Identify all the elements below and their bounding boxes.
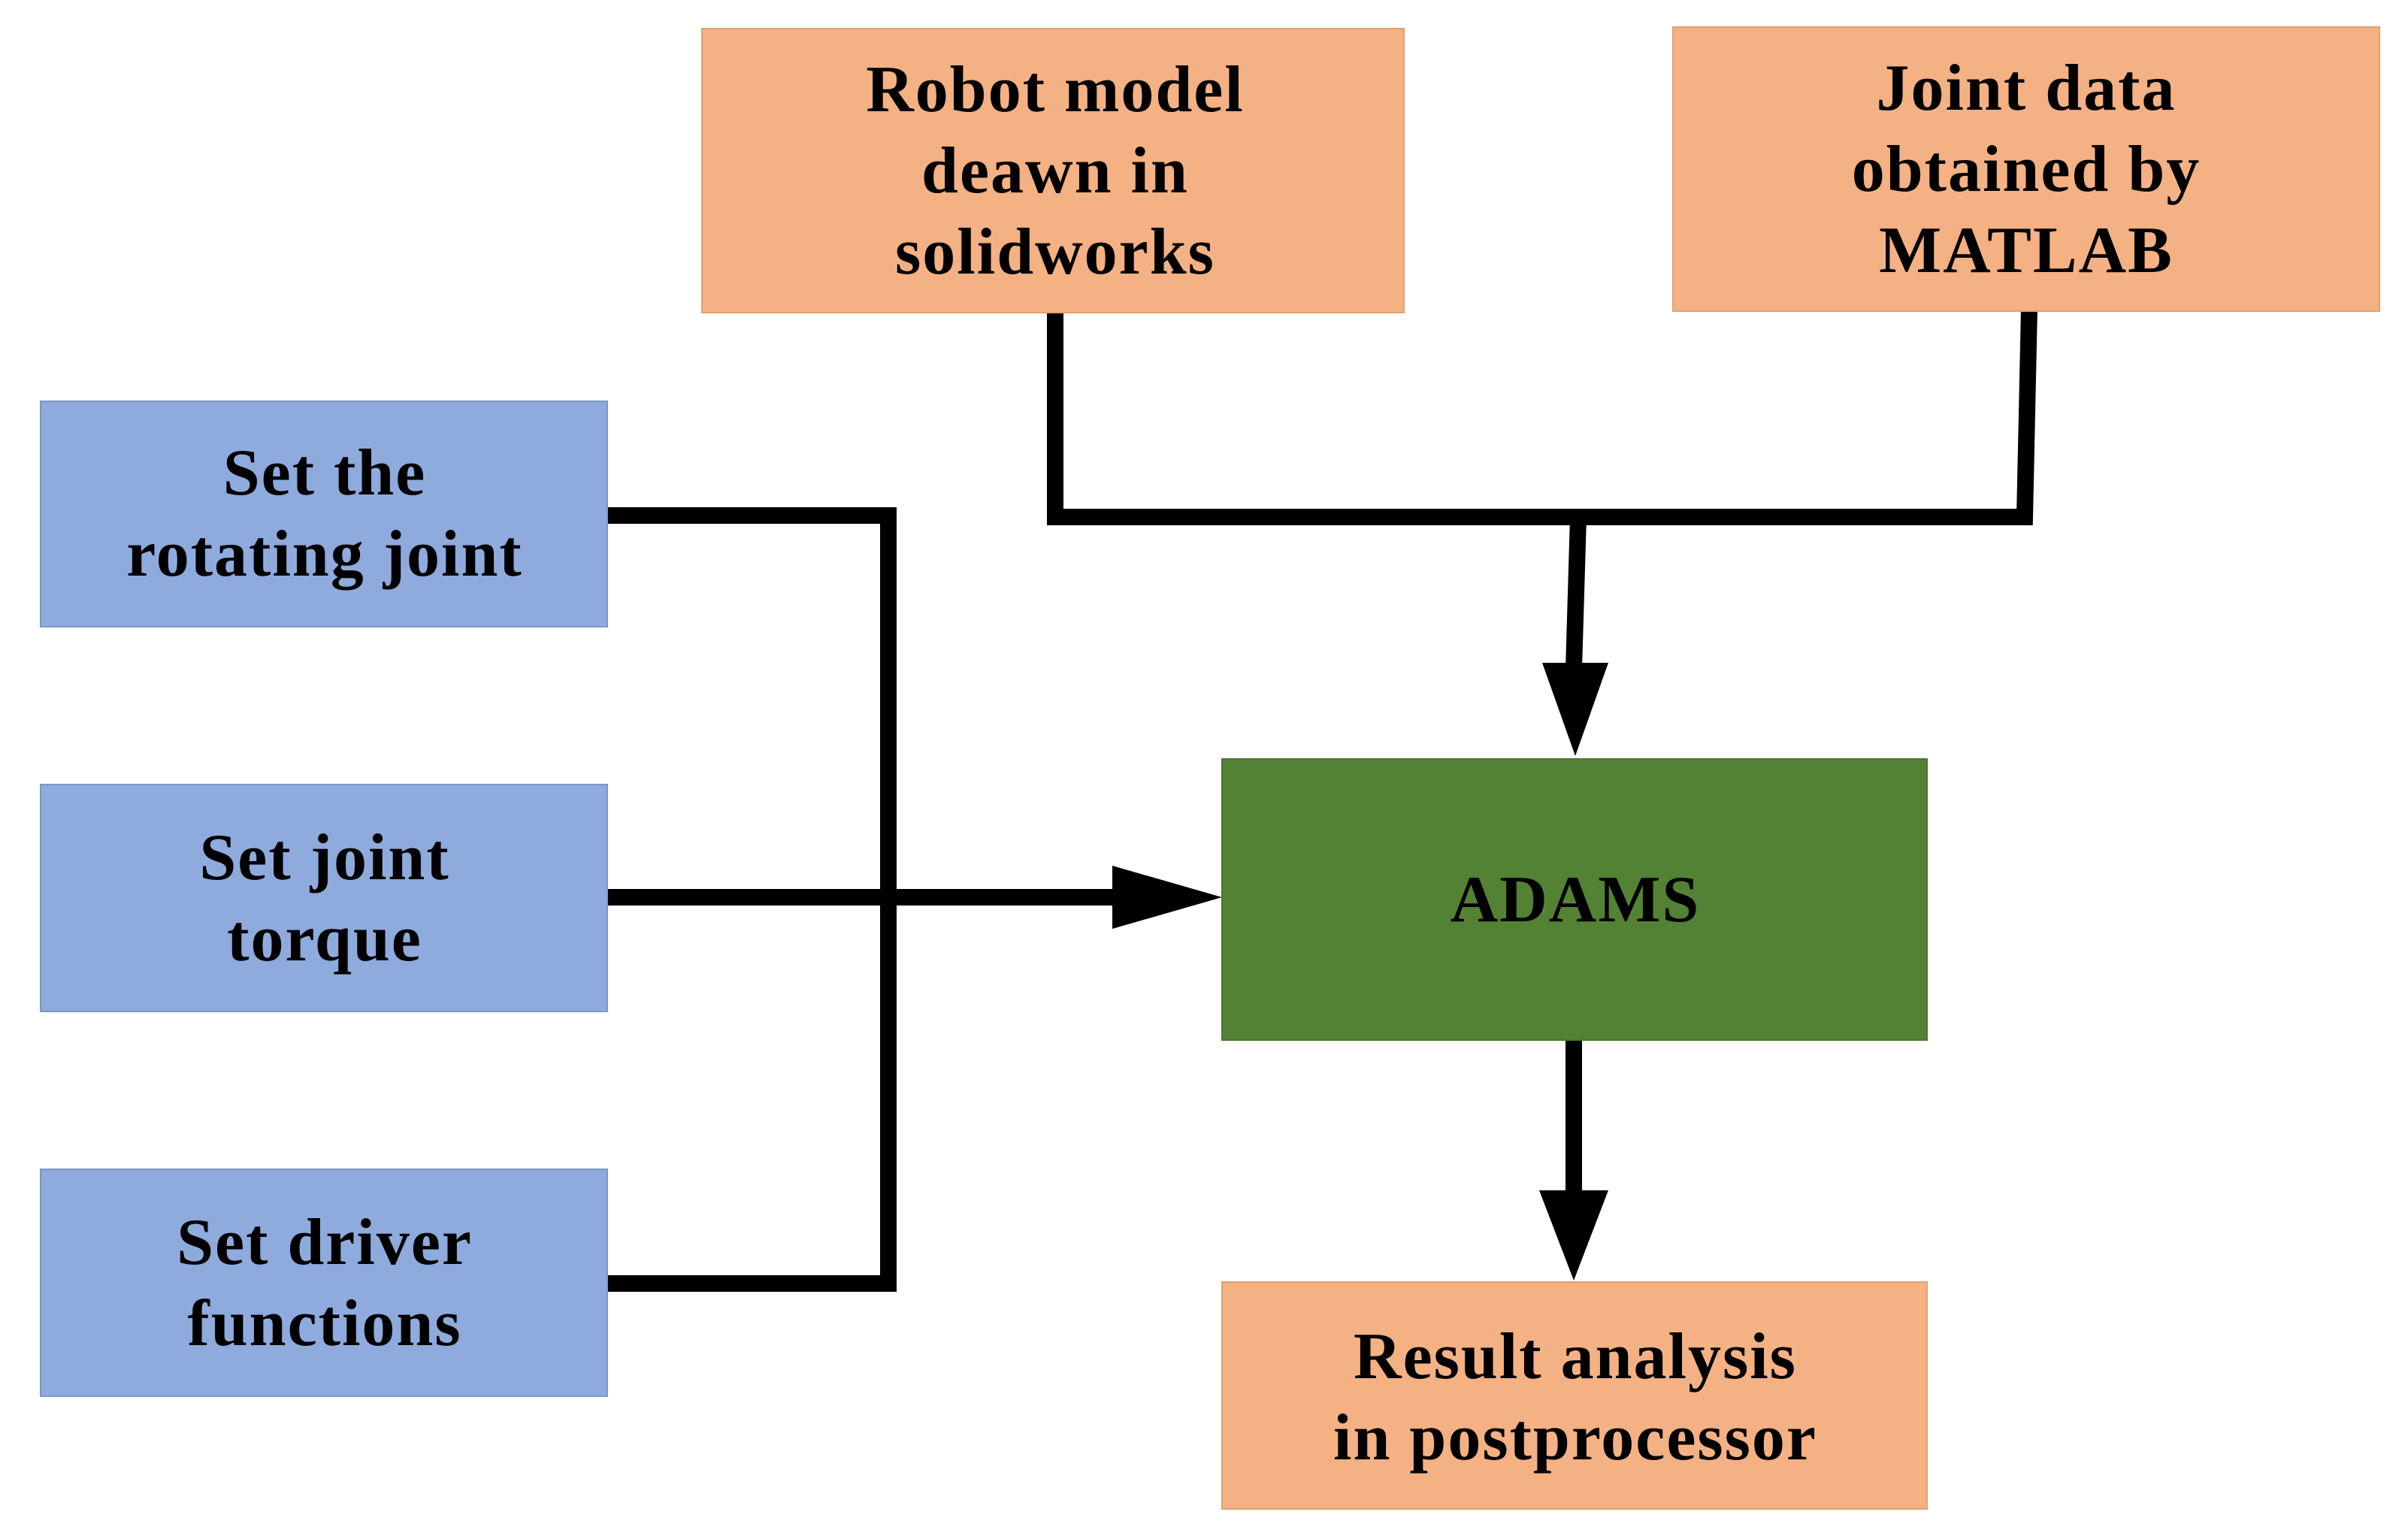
node-joint-data: Joint data obtained by MATLAB (1672, 26, 2380, 312)
node-driver-functions-box (40, 1169, 608, 1397)
node-driver-functions-line-2: functions (187, 1287, 461, 1360)
node-joint-data-box (1672, 26, 2380, 312)
node-adams: ADAMS (1221, 758, 1928, 1041)
node-robot-model-line-3: solidworks (895, 216, 1215, 289)
arrowheads (1112, 663, 1608, 1281)
arrowhead-into-result (1539, 1190, 1608, 1281)
connectors (597, 301, 2037, 1292)
node-robot-model-line-2: deawn in (921, 135, 1189, 207)
arrowhead-into-adams-top (1542, 663, 1608, 756)
node-result-analysis-line-1: Result analysis (1354, 1320, 1797, 1393)
node-rotating-joint-line-2: rotating joint (126, 518, 522, 591)
node-rotating-joint-line-1: Set the (223, 437, 427, 509)
node-robot-model-line-1: Robot model (866, 53, 1245, 126)
connector-rotating-joint (597, 507, 897, 906)
node-driver-functions: Set driver functions (40, 1169, 608, 1397)
node-joint-torque-line-1: Set joint (199, 821, 449, 894)
connector-robot-model (1047, 301, 1587, 525)
node-joint-torque-line-2: torque (227, 903, 422, 975)
node-result-analysis: Result analysis in postprocessor (1221, 1281, 1928, 1510)
node-joint-torque: Set joint torque (40, 784, 608, 1012)
connector-top-to-adams (1566, 509, 1587, 677)
node-driver-functions-line-1: Set driver (177, 1206, 473, 1279)
node-adams-label: ADAMS (1451, 863, 1701, 936)
node-joint-torque-box (40, 784, 608, 1012)
node-adams-box (1221, 758, 1928, 1041)
node-joint-data-line-3: MATLAB (1879, 214, 2174, 287)
node-robot-model: Robot model deawn in solidworks (701, 28, 1405, 313)
connector-joint-data (1570, 301, 2037, 525)
arrowhead-into-adams-left (1112, 866, 1222, 929)
node-robot-model-box (701, 28, 1405, 313)
node-joint-data-line-2: obtained by (1852, 133, 2201, 206)
node-result-analysis-box (1221, 1281, 1928, 1510)
connector-driver-functions (597, 889, 897, 1292)
node-rotating-joint: Set the rotating joint (40, 401, 608, 627)
node-rotating-joint-box (40, 401, 608, 627)
node-result-analysis-line-2: in postprocessor (1333, 1401, 1817, 1474)
node-joint-data-line-1: Joint data (1877, 52, 2177, 125)
